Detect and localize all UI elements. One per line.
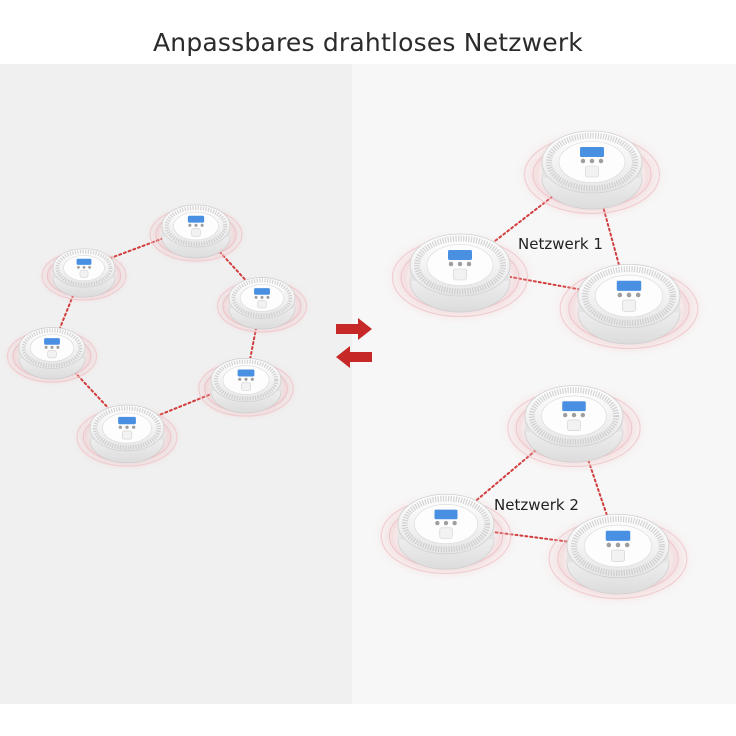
lcd-display [580, 147, 604, 157]
lcd-display [76, 258, 92, 265]
lcd-display [44, 338, 60, 345]
detector-network2-3 [538, 510, 698, 608]
detector-left-5 [191, 355, 301, 422]
lcd-display [562, 401, 586, 412]
bidirectional-arrows-icon [336, 318, 372, 368]
detector-left-6 [69, 402, 185, 473]
lcd-display [448, 250, 472, 260]
detector-left-3 [210, 274, 314, 338]
detector-network2-1 [498, 381, 650, 475]
detector-network2-2 [371, 490, 521, 582]
network-1-label: Netzwerk 1 [518, 235, 603, 253]
lcd-display [605, 530, 631, 541]
detector-network1-2 [382, 230, 538, 325]
detector-left-1 [143, 202, 249, 267]
detector-left-2 [35, 246, 133, 306]
detectors [0, 127, 709, 608]
lcd-display [118, 416, 136, 425]
page-title: Anpassbares drahtloses Netzwerk [153, 28, 583, 57]
detector-network1-3 [549, 260, 709, 358]
lcd-display [237, 369, 255, 377]
lcd-display [254, 288, 270, 295]
network-2-label: Netzwerk 2 [494, 496, 579, 514]
detector-left-4 [0, 324, 104, 388]
lcd-display [616, 280, 642, 291]
lcd-display [187, 215, 205, 223]
detector-network1-1 [514, 127, 670, 222]
lcd-display [434, 509, 458, 520]
